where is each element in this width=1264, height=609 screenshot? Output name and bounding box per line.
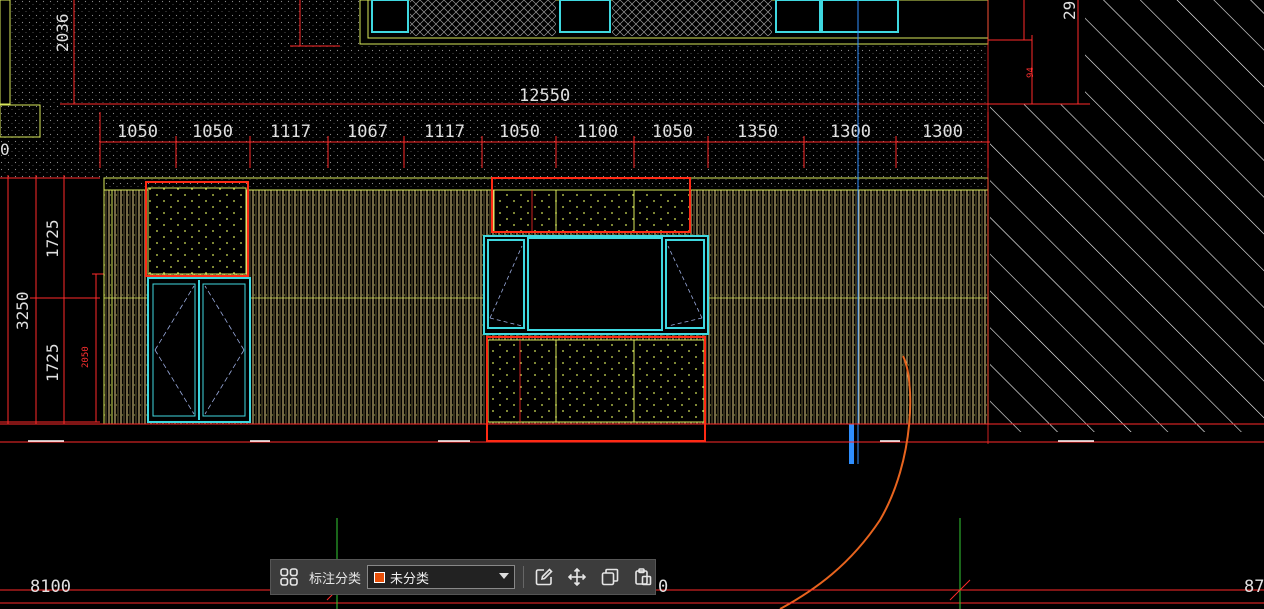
bottom-mid-dimension: 0: [658, 577, 668, 597]
category-label: 标注分类: [309, 570, 362, 586]
segment-dim-9: 1350: [737, 122, 778, 142]
category-dropdown[interactable]: 未分类: [367, 565, 516, 589]
segment-dim-11: 1300: [922, 122, 963, 142]
segment-dim-4: 1067: [347, 122, 388, 142]
center-top-stone-panel: [493, 189, 691, 233]
segment-dim-7: 1100: [577, 122, 618, 142]
toolbar-divider: [523, 566, 525, 588]
segment-dim-8: 1050: [652, 122, 693, 142]
small-dim-94: 94: [1026, 67, 1036, 78]
grid-icon[interactable]: [277, 565, 301, 589]
category-color-swatch: [374, 571, 386, 583]
segment-dim-1: 1050: [117, 122, 158, 142]
left-edge-label: 0: [0, 140, 10, 159]
copy-icon[interactable]: [598, 565, 622, 589]
segment-dim-6: 1050: [499, 122, 540, 142]
segment-dim-10: 1300: [830, 122, 871, 142]
door-height-label: 2050: [81, 346, 91, 368]
annotation-toolbar: 标注分类 未分类: [270, 559, 656, 595]
center-window: [483, 235, 709, 335]
bottom-right-dimension: 87: [1244, 577, 1264, 597]
center-bottom-stone-panel: [487, 339, 705, 423]
left-door: [147, 277, 251, 423]
paste-icon[interactable]: [631, 565, 655, 589]
segment-dim-2: 1050: [192, 122, 233, 142]
top-left-dimension: 2036: [53, 13, 72, 52]
left-dim-total: 3250: [13, 291, 32, 330]
left-stone-panel: [147, 187, 247, 275]
markup-box-center-bottom[interactable]: [486, 336, 706, 442]
segment-dim-3: 1117: [270, 122, 311, 142]
markup-box-center-top[interactable]: [491, 177, 691, 233]
left-dimension-chain: [0, 175, 150, 424]
bottom-left-dimension: 8100: [30, 577, 71, 597]
left-dim-upper: 1725: [43, 219, 62, 258]
chevron-down-icon: [499, 573, 510, 579]
segment-dim-5: 1117: [424, 122, 465, 142]
top-right-dimension: 29: [1060, 1, 1079, 20]
edit-icon[interactable]: [532, 565, 556, 589]
move-icon[interactable]: [565, 565, 589, 589]
markup-box-left-panel[interactable]: [145, 181, 249, 277]
segment-dimension-chain: [99, 112, 990, 168]
hatched-wall-upper: [1085, 0, 1264, 104]
left-dim-lower: 1725: [43, 343, 62, 382]
orange-sketch-curve: [779, 355, 912, 609]
upper-windows-strip: [359, 0, 989, 45]
selected-category: 未分类: [390, 570, 430, 586]
total-dimension-label: 12550: [519, 86, 570, 106]
